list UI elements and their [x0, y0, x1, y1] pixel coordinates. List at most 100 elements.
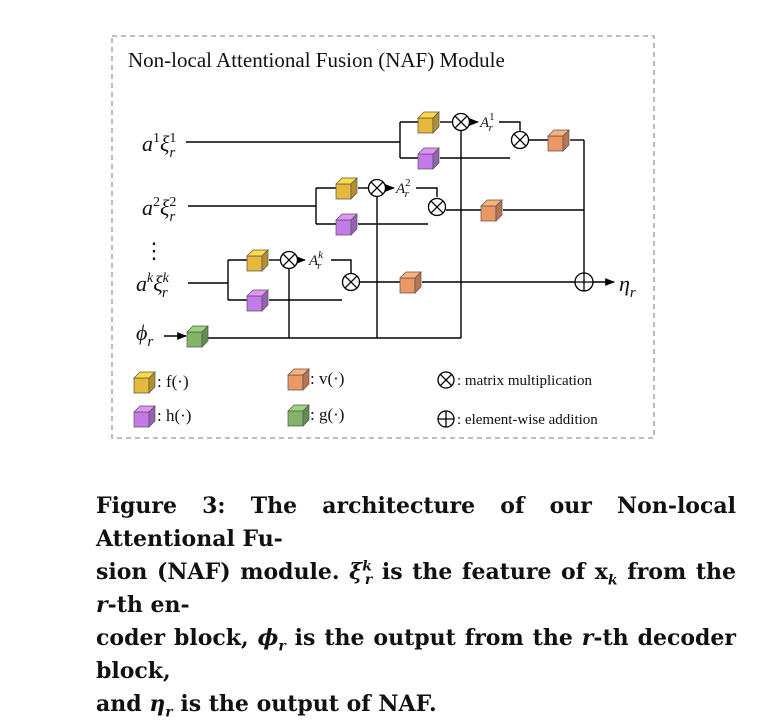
legend-g-cube [287, 404, 310, 427]
input-2-coef: a [142, 195, 153, 220]
legend-matmul-icon [437, 371, 455, 389]
decoder-input-label: ϕr [136, 320, 153, 350]
caption-phi: ϕr [257, 625, 286, 655]
caption-x-symbol: x [594, 559, 608, 585]
input-1-coef: a [142, 131, 153, 156]
legend-v-cube [287, 368, 310, 391]
f-cube [335, 177, 358, 200]
v-cube [480, 199, 503, 222]
caption-xi-sup: k [362, 558, 372, 575]
naf-figure: Non-local Attentional Fusion (NAF) Modul… [96, 35, 736, 719]
attn-2-sup: 2 [405, 177, 411, 189]
f-cube [417, 111, 440, 134]
v-cube [547, 129, 570, 152]
v-cube [399, 271, 422, 294]
svg-text:ηr: ηr [619, 271, 636, 301]
legend: : f(·) : h(·) : v(·) : g(·) : matrix mul… [157, 369, 598, 428]
caption-xi-sub: r [364, 572, 373, 589]
caption-phi-symbol: ϕ [257, 625, 279, 651]
h-cube [417, 147, 440, 170]
caption-text: from the [617, 559, 736, 585]
input-k-coef: a [136, 271, 147, 296]
ellipsis: ⋮ [143, 238, 165, 263]
operators [279, 112, 594, 428]
f-cube [246, 249, 269, 272]
matmul-icon [367, 178, 387, 198]
output-symbol: η [619, 271, 630, 296]
input-2-sub: r [169, 209, 175, 225]
caption-text: is the feature of [372, 559, 595, 585]
decoder-input-sub: r [147, 334, 153, 350]
attn-k-sub: r [317, 260, 322, 272]
input-2-coef-sup: 2 [153, 195, 160, 210]
input-k-featsup: k [163, 271, 170, 286]
add-icon [574, 272, 594, 292]
caption-text: and [96, 691, 150, 717]
input-1-featsup: 1 [169, 131, 176, 146]
svg-text:ϕr: ϕr [136, 320, 153, 350]
caption-phi-sub: r [278, 638, 286, 655]
caption-text: coder block, [96, 625, 258, 651]
attn-1-base: A [479, 115, 490, 131]
attn-k-sup: k [318, 249, 324, 261]
legend-f-cube [133, 371, 156, 394]
attn-2-sub: r [405, 188, 410, 200]
legend-v-label: : v(·) [310, 369, 344, 388]
naf-diagram: Non-local Attentional Fusion (NAF) Modul… [111, 35, 655, 439]
figure-caption: Figure 3: The architecture of our Non-lo… [96, 490, 736, 721]
caption-r: r [96, 592, 108, 618]
legend-h-cube [133, 405, 156, 428]
attn-1-sub: r [489, 122, 494, 134]
matmul-icon [341, 272, 361, 292]
input-1-feat: ξ [160, 131, 170, 156]
svg-text:A2r: A2r [395, 177, 411, 200]
caption-text: -th en- [107, 592, 190, 618]
legend-f-label: : f(·) [157, 372, 189, 391]
caption-text: sion (NAF) module. [96, 559, 350, 585]
decoder-input-symbol: ϕ [136, 320, 147, 345]
wires [164, 118, 615, 340]
input-k-sub: r [162, 285, 168, 301]
input-k-coef-sup: k [147, 271, 154, 286]
caption-x-sub: k [607, 572, 618, 589]
h-cube [246, 289, 269, 312]
caption-eta-sub: r [165, 704, 173, 721]
input-2-featsup: 2 [169, 195, 176, 210]
legend-add-icon [437, 410, 455, 428]
attn-2-base: A [395, 181, 406, 197]
input-1-sub: r [169, 145, 175, 161]
input-2-feat: ξ [160, 195, 170, 220]
matmul-icon [451, 112, 471, 132]
legend-matmul-label: : matrix multiplication [457, 373, 592, 389]
attn-k-base: A [308, 253, 319, 269]
module-title: Non-local Attentional Fusion (NAF) Modul… [128, 48, 505, 72]
caption-eta-symbol: η [149, 691, 166, 717]
input-k-feat: ξ [153, 271, 163, 296]
output-sub: r [630, 285, 636, 301]
g-cube [186, 325, 209, 348]
module-frame [111, 35, 655, 439]
svg-text:Akr: Akr [308, 249, 324, 272]
legend-h-label: : h(·) [157, 406, 191, 425]
legend-add-label: : element-wise addition [457, 412, 598, 428]
caption-r: r [581, 625, 594, 651]
svg-text:A1r: A1r [479, 111, 495, 134]
caption-text: is the output of NAF. [172, 691, 437, 717]
matmul-icon [279, 250, 299, 270]
caption-eta: ηr [149, 691, 173, 721]
caption-x: xk [594, 559, 618, 589]
cubes [133, 111, 570, 428]
attn-1-sup: 1 [489, 111, 495, 123]
caption-xi-symbol: ξ [349, 559, 363, 585]
caption-text: is the output from the [285, 625, 582, 651]
legend-g-label: : g(·) [310, 405, 344, 424]
caption-xi: ξkr [349, 558, 373, 589]
output-label: ηr [619, 271, 636, 301]
